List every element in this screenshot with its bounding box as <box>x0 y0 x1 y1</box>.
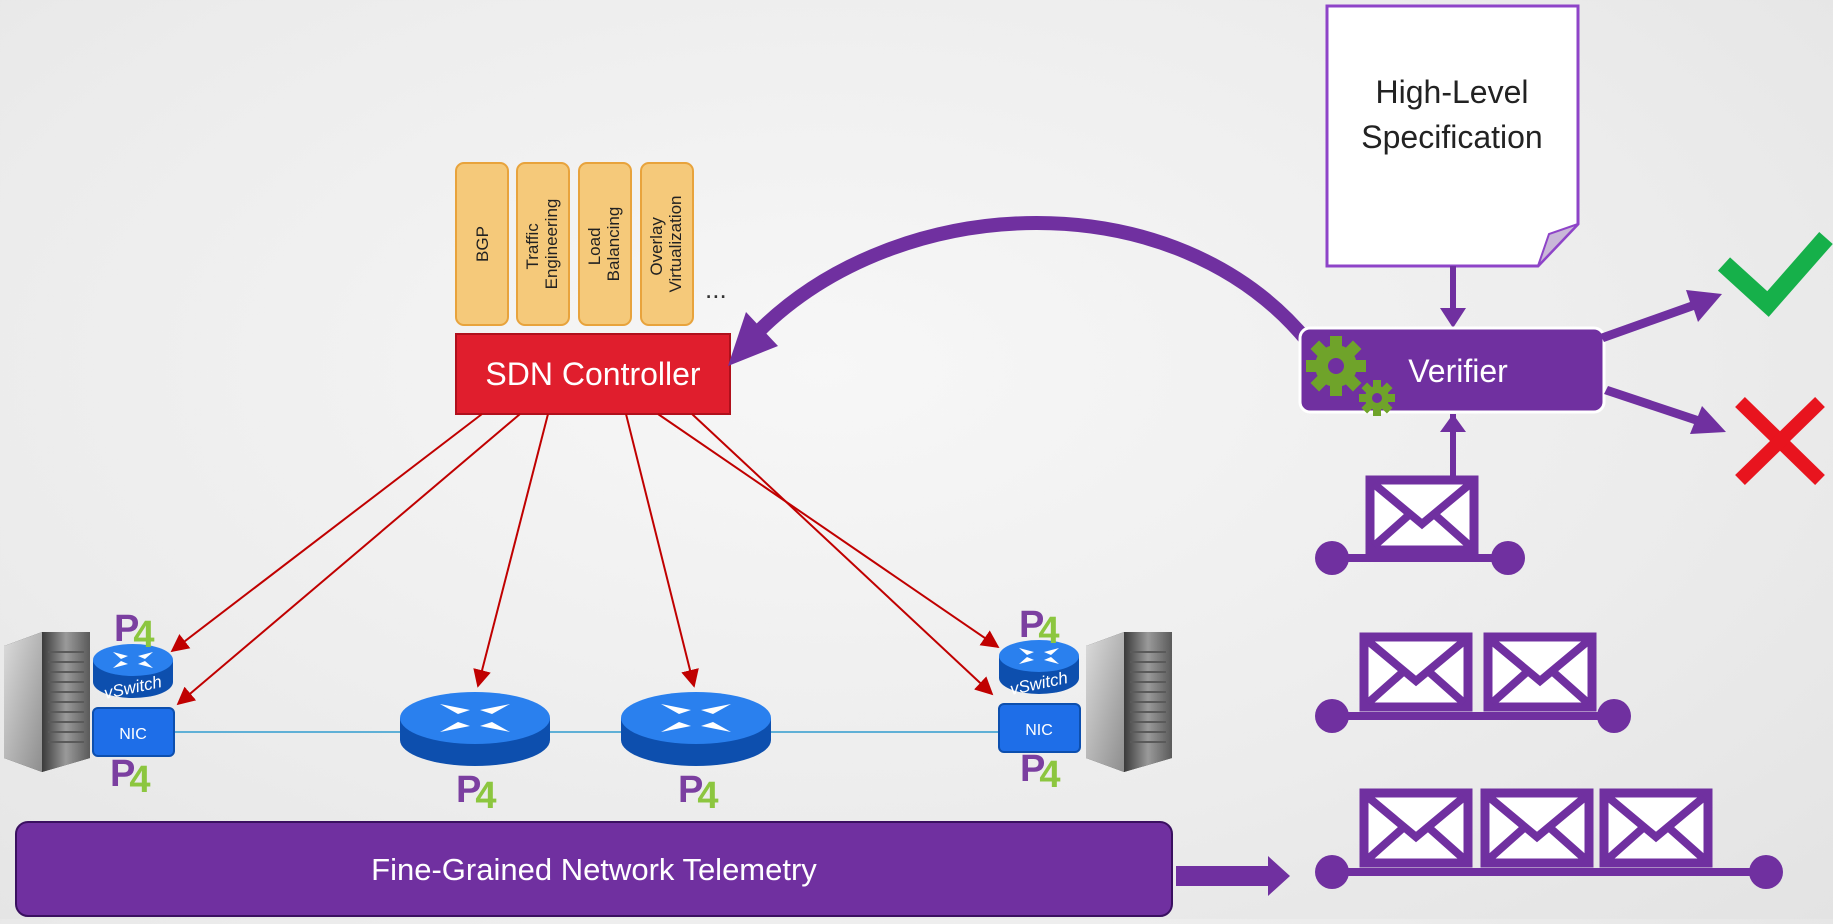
module-load-line2: Balancing <box>604 207 623 282</box>
router-2-icon <box>621 692 771 766</box>
spec-to-verifier-arrowhead <box>1440 308 1466 328</box>
module-load-line1: Load <box>585 227 604 265</box>
telemetry-label: Fine-Grained Network Telemetry <box>371 852 817 887</box>
svg-text:BGP: BGP <box>473 226 492 262</box>
nic-right: NIC <box>998 703 1081 753</box>
modules-ellipsis: ... <box>705 274 727 304</box>
envelope-icon <box>1364 637 1468 707</box>
queue-to-verifier-arrowhead <box>1440 414 1466 432</box>
server-right-icon <box>1085 631 1173 773</box>
telemetry-arrow <box>1176 856 1290 896</box>
feedback-arc <box>753 216 1314 347</box>
gear-icon <box>1306 336 1395 416</box>
p4-logo-right-top: P4 <box>1019 604 1060 652</box>
p4-logo-router-1: P4 <box>456 769 497 817</box>
packet-queue-1 <box>1315 541 1525 575</box>
nic-left-label: NIC <box>119 726 147 743</box>
envelope-icon <box>1485 793 1589 863</box>
envelope-icon <box>1364 793 1468 863</box>
module-load-balancing: Load Balancing <box>578 162 632 326</box>
p4-logo-left-top: P4 <box>114 608 155 656</box>
envelope-icon <box>1488 637 1592 707</box>
feedback-arrowhead <box>728 312 778 366</box>
output-arrow-pass <box>1600 290 1722 342</box>
sdn-controller-label: SDN Controller <box>485 356 701 392</box>
svg-text:P4: P4 <box>456 769 497 817</box>
svg-text:P4: P4 <box>1019 604 1060 652</box>
sdn-controller: SDN Controller <box>455 333 731 415</box>
verifier-label: Verifier <box>1408 353 1508 389</box>
vswitch-right: vSwitch <box>999 640 1079 699</box>
module-bgp-label: BGP <box>473 226 492 262</box>
packet-queue-2 <box>1315 699 1631 733</box>
module-overlay-line1: Overlay <box>647 217 666 276</box>
p4-logo-left-bottom: P4 <box>110 753 151 801</box>
control-arrow-router-2 <box>625 413 699 688</box>
cross-icon <box>1735 396 1825 486</box>
control-arrows <box>170 413 1000 706</box>
module-traffic-engineering: Traffic Engineering <box>516 162 570 326</box>
module-bgp: BGP <box>455 162 509 326</box>
vswitch-left: vSwitch <box>93 644 173 703</box>
control-arrow-right-vswitch <box>657 413 1000 649</box>
spec-line1: High-Level <box>1376 74 1529 110</box>
svg-text:Load Balancing: Load Balancing <box>585 207 623 282</box>
router-1-icon <box>400 692 550 766</box>
envelope-icon <box>1370 480 1474 550</box>
svg-text:P4: P4 <box>678 769 719 817</box>
checkmark-icon <box>1717 232 1833 317</box>
nic-right-label: NIC <box>1025 722 1053 739</box>
output-arrow-fail <box>1604 386 1726 434</box>
envelope-icon <box>1604 793 1708 863</box>
svg-text:Overlay Virtualization: Overlay Virtualization <box>647 195 685 292</box>
server-left-icon <box>3 631 91 773</box>
svg-text:Traffic Engineering: Traffic Engineering <box>523 199 561 290</box>
module-traffic-line1: Traffic <box>523 223 542 270</box>
svg-text:P4: P4 <box>1020 748 1061 796</box>
module-overlay-virtualization: Overlay Virtualization <box>640 162 694 326</box>
control-arrow-router-1 <box>473 413 549 688</box>
control-arrow-left-vswitch <box>170 413 483 653</box>
p4-logos: P4 P4 P4 P4 P4 P4 <box>110 604 1061 817</box>
spec-document: High-Level Specification <box>1325 4 1580 268</box>
svg-text:P4: P4 <box>114 608 155 656</box>
nic-left: NIC <box>92 707 175 757</box>
module-traffic-line2: Engineering <box>542 199 561 290</box>
telemetry-bar: Fine-Grained Network Telemetry <box>15 821 1173 917</box>
packet-queue-3 <box>1315 855 1783 889</box>
control-arrow-left-nic <box>176 413 521 706</box>
p4-logo-router-2: P4 <box>678 769 719 817</box>
module-overlay-line2: Virtualization <box>666 195 685 292</box>
p4-logo-right-bottom: P4 <box>1020 748 1061 796</box>
spec-line2: Specification <box>1361 119 1542 155</box>
svg-text:P4: P4 <box>110 753 151 801</box>
control-arrow-right-nic <box>691 413 994 696</box>
